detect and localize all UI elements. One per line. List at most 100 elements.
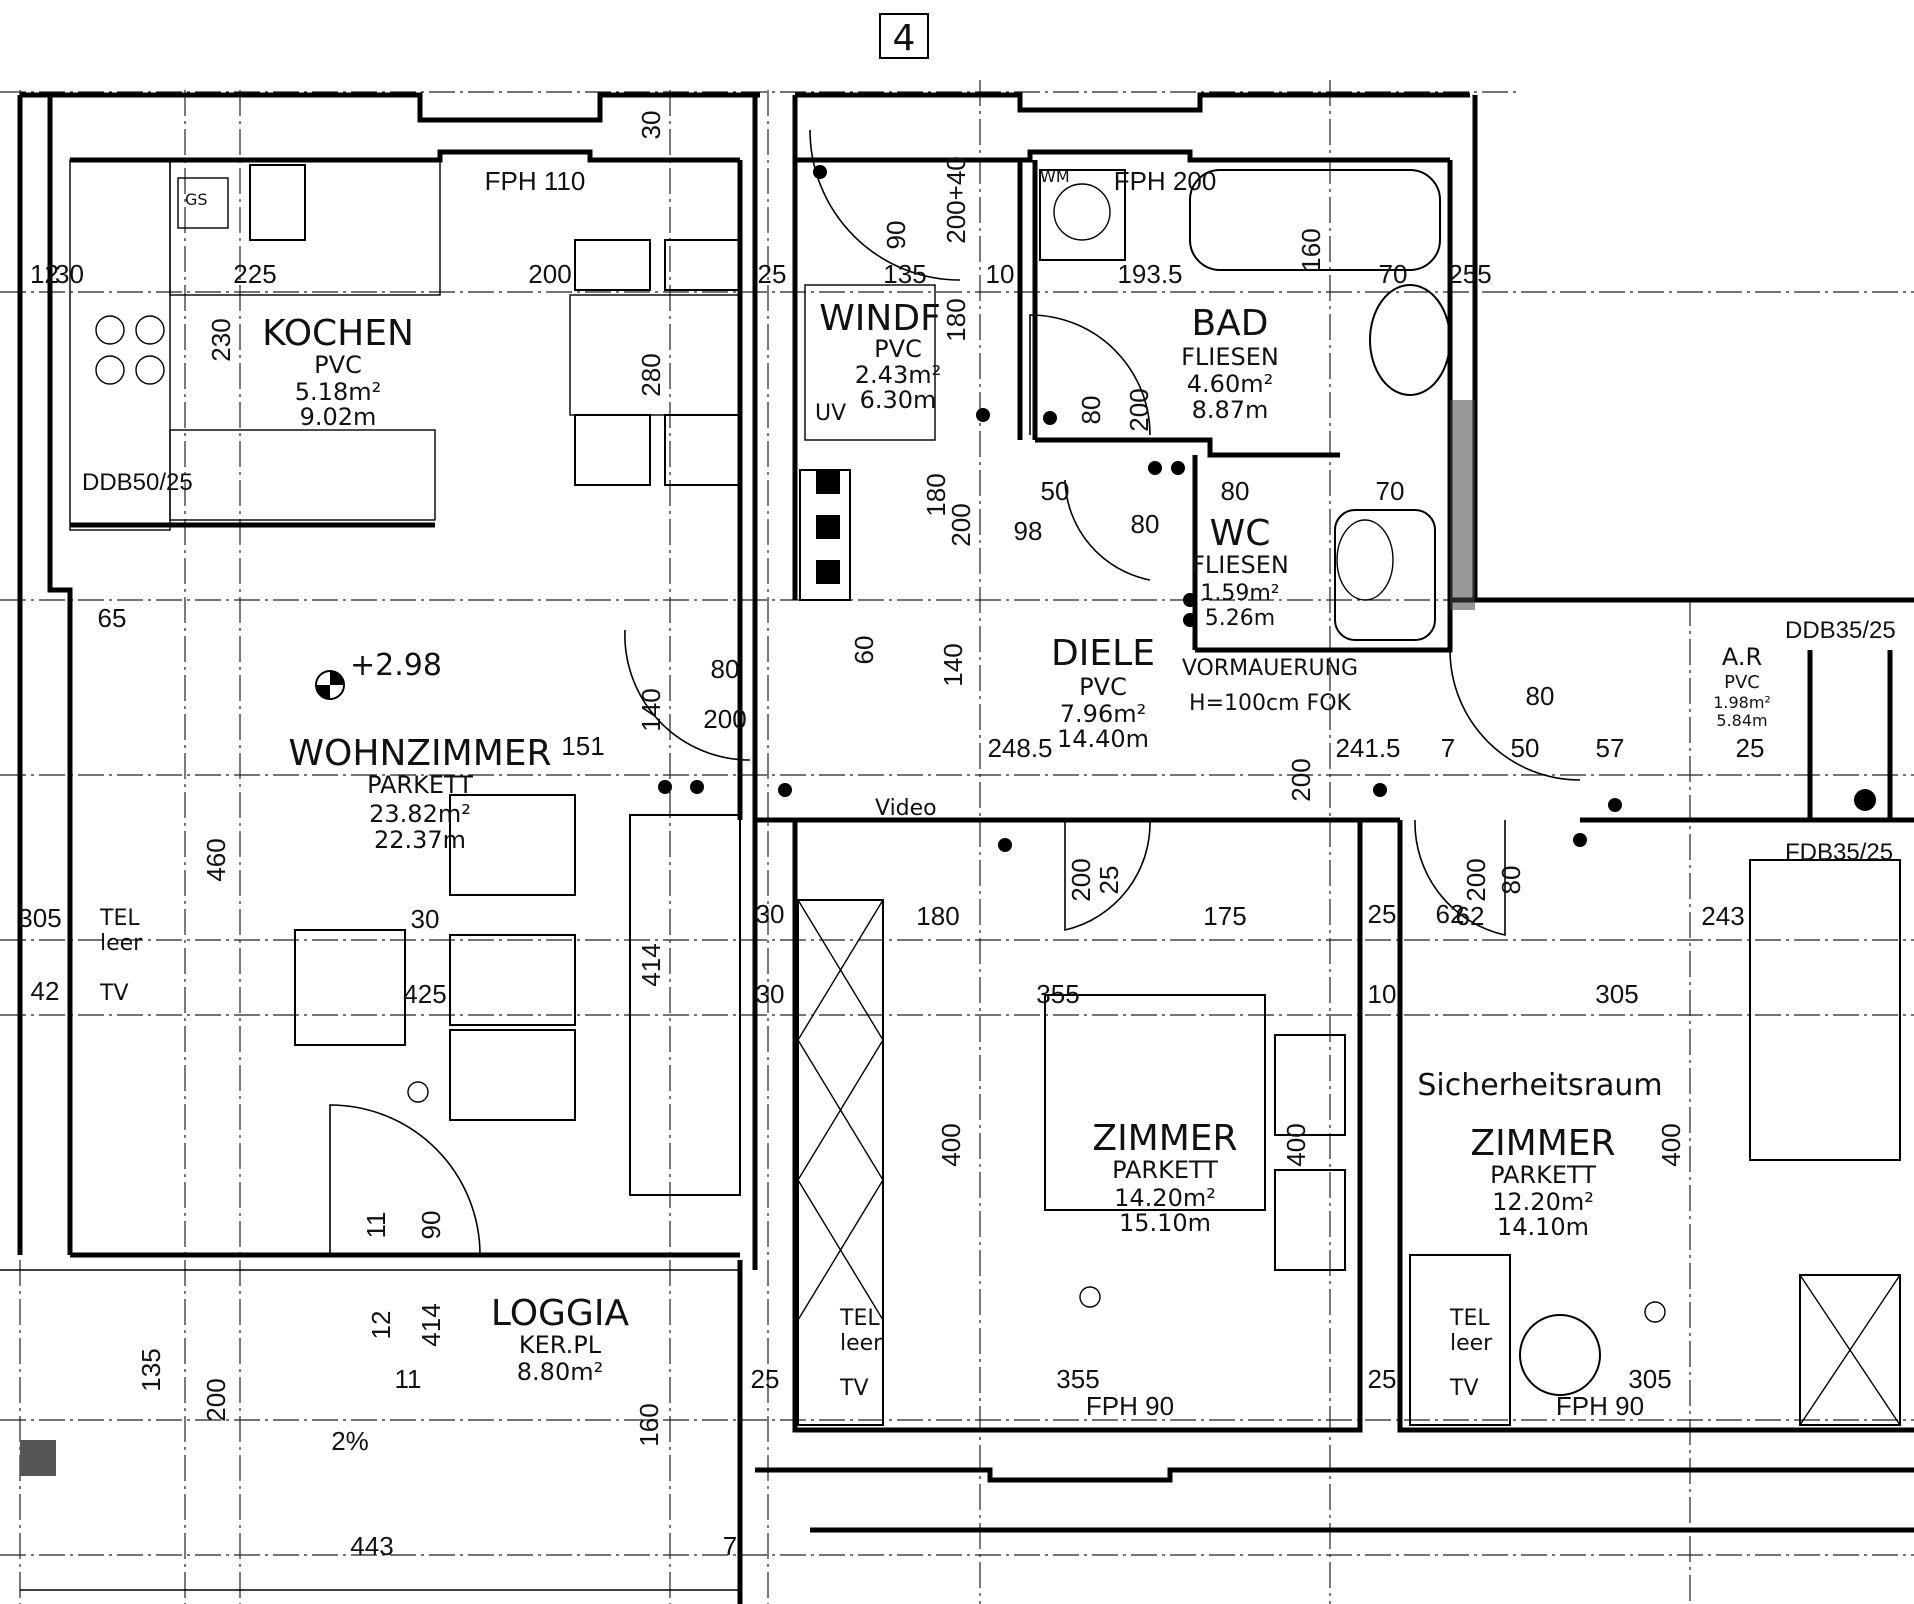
svg-text:200: 200 [946,503,976,546]
svg-text:7: 7 [1441,733,1455,763]
room-area: 5.18m² [295,378,381,406]
room-note: Sicherheitsraum [1417,1068,1662,1103]
walls [0,92,1914,1604]
room-area: 1.98m² [1713,693,1771,712]
svg-text:25: 25 [1094,866,1124,895]
svg-text:90: 90 [416,1211,446,1240]
room-area: 23.82m² [369,800,471,828]
svg-text:200: 200 [528,259,571,289]
window-label: FPH 200 [1114,166,1217,196]
room-perimeter: 8.87m [1192,396,1269,424]
unit-number-box [879,13,929,59]
svg-text:305: 305 [18,903,61,933]
room-floor: PVC [1724,672,1760,693]
svg-text:400: 400 [1281,1123,1311,1166]
room-perimeter: 5.84m [1716,711,1767,730]
svg-text:443: 443 [350,1531,393,1561]
leer-label: leer [840,1331,883,1356]
room-floor: PARKETT [1490,1161,1596,1189]
dimension-labels: 12 30 225 200 25 135 10 193.5 70 255 98 … [18,259,1764,1561]
washing-machine-icon [1039,169,1126,261]
svg-text:400: 400 [936,1123,966,1166]
room-loggia: LOGGIA KER.PL 8.80m² [491,1293,630,1386]
room-area: 12.20m² [1492,1188,1594,1216]
room-perimeter: 5.26m [1205,606,1275,631]
svg-text:135: 135 [136,1348,166,1391]
svg-text:200: 200 [703,704,746,734]
svg-text:30: 30 [756,979,785,1009]
svg-text:98: 98 [1014,516,1043,546]
svg-text:140: 140 [938,643,968,686]
svg-text:200+40: 200+40 [941,156,971,243]
svg-text:11: 11 [361,1212,391,1239]
svg-text:7: 7 [723,1531,737,1561]
room-name: KOCHEN [262,313,414,354]
room-wohnzimmer: WOHNZIMMER PARKETT 23.82m² 22.37m [288,733,551,854]
svg-text:42: 42 [31,976,60,1006]
svg-text:57: 57 [1596,733,1625,763]
svg-text:243: 243 [1701,901,1744,931]
svg-text:248.5: 248.5 [987,733,1052,763]
furniture [69,159,1901,1426]
room-zimmer-1: ZIMMER PARKETT 14.20m² 15.10m [1092,1118,1237,1237]
room-perimeter: 9.02m [300,403,377,431]
room-name: A.R [1722,643,1762,671]
svg-text:160: 160 [1296,228,1326,271]
level-label: +2.98 [350,648,442,683]
room-name: WINDF [819,298,941,339]
svg-text:230: 230 [206,318,236,361]
room-name: WOHNZIMMER [288,733,551,774]
svg-text:30: 30 [636,111,666,140]
svg-text:25: 25 [1736,733,1765,763]
svg-text:70: 70 [1379,259,1408,289]
svg-text:414: 414 [636,943,666,986]
room-floor: PARKETT [1112,1156,1218,1184]
tel-label: TEL [1449,1306,1490,1331]
svg-text:305: 305 [1595,979,1638,1009]
svg-text:200: 200 [1066,858,1096,901]
svg-text:30: 30 [55,259,84,289]
svg-text:80: 80 [1496,866,1526,895]
leer-label: leer [1450,1331,1493,1356]
room-ar: A.R PVC 1.98m² 5.84m [1713,643,1771,730]
svg-text:62: 62 [1456,901,1485,931]
svg-text:50: 50 [1041,476,1070,506]
room-name: BAD [1191,303,1268,344]
room-floor: FLIESEN [1191,551,1289,579]
room-name: ZIMMER [1092,1118,1237,1159]
svg-text:180: 180 [916,901,959,931]
svg-text:200: 200 [1286,758,1316,801]
room-kochen: KOCHEN PVC 5.18m² 9.02m [262,313,414,431]
room-wc: WC FLIESEN 1.59m² 5.26m [1191,513,1289,631]
vormauerung-height: H=100cm FOK [1189,691,1351,716]
leer-label: leer [100,931,143,956]
axis-lines [0,80,1914,1604]
svg-text:50: 50 [1511,733,1540,763]
svg-text:160: 160 [634,1403,664,1446]
electrical-symbols [20,165,1876,1476]
ddb-label: DDB50/25 [82,469,193,496]
vormauerung-label: VORMAUERUNG [1182,656,1358,681]
room-perimeter: 6.30m [860,386,937,414]
room-name: ZIMMER [1470,1123,1615,1164]
svg-text:60: 60 [849,636,879,665]
room-perimeter: 22.37m [374,826,466,854]
svg-text:135: 135 [883,259,926,289]
uv-label: UV [815,401,846,426]
svg-text:80: 80 [1076,396,1106,425]
toilet-icon [1334,509,1436,641]
fdb-label: FDB35/25 [1785,839,1893,866]
doors [329,129,1581,1256]
room-area: 2.43m² [855,361,941,389]
svg-text:425: 425 [403,979,446,1009]
svg-text:10: 10 [1368,979,1397,1009]
svg-text:11: 11 [395,1364,422,1394]
svg-text:414: 414 [416,1303,446,1346]
svg-text:225: 225 [233,259,276,289]
svg-text:80: 80 [1221,476,1250,506]
room-floor: PVC [1079,673,1127,701]
svg-text:80: 80 [711,654,740,684]
svg-text:25: 25 [751,1364,780,1394]
svg-text:200: 200 [1461,858,1491,901]
room-zimmer-2: Sicherheitsraum ZIMMER PARKETT 12.20m² 1… [1417,1068,1662,1241]
